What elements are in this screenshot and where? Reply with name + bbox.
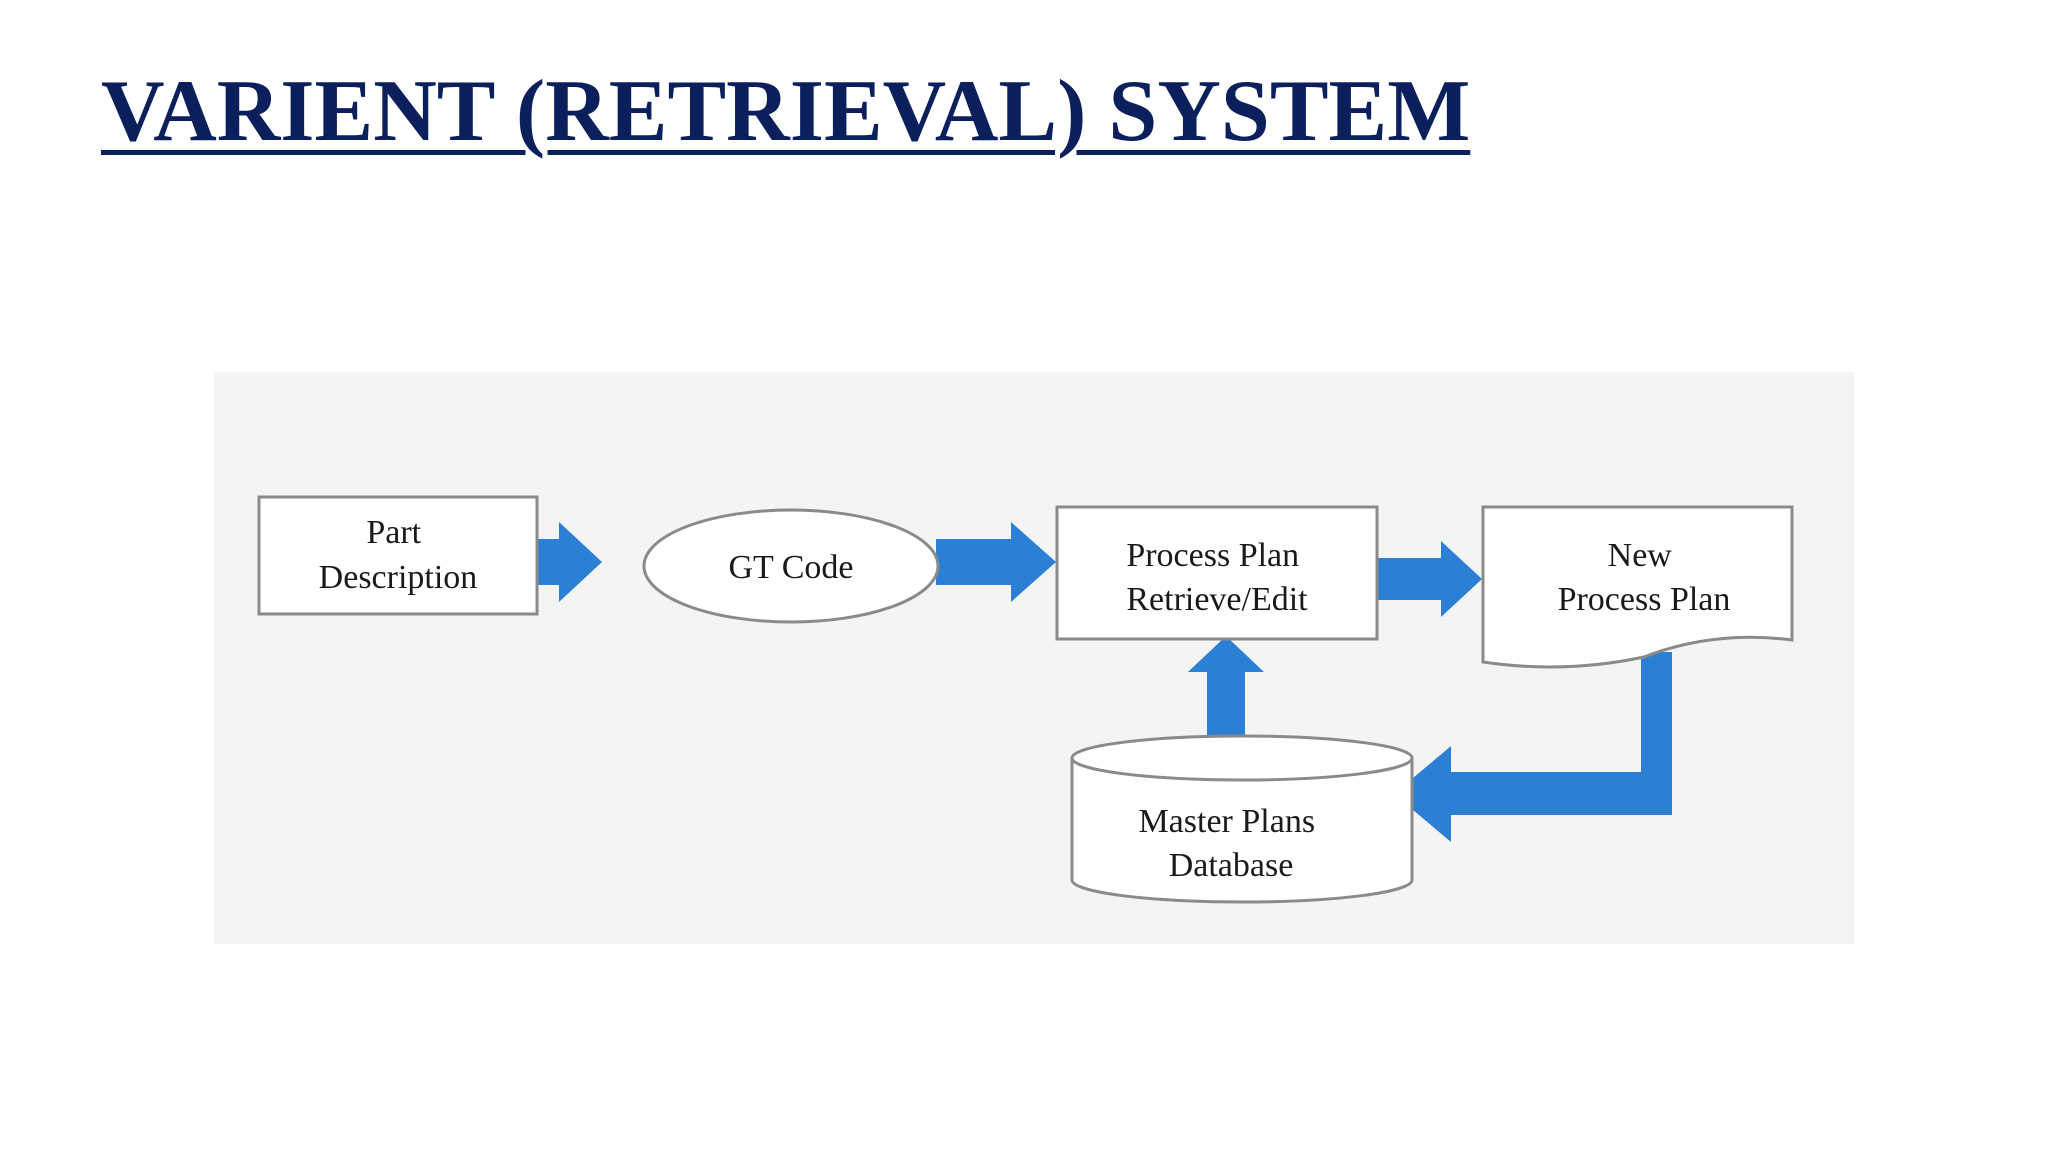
arrow-process-plan-to-new-plan — [1377, 541, 1482, 617]
arrow-database-to-process-plan — [1188, 636, 1264, 764]
gt-code-label: GT Code — [729, 549, 854, 586]
new-process-plan-line-2: Process Plan — [1558, 581, 1731, 618]
process-plan-line-2: Retrieve/Edit — [1126, 581, 1308, 618]
new-process-plan-label: New Process Plan — [1558, 537, 1731, 618]
process-plan-box — [1055, 505, 1379, 641]
master-plans-line-2: Database — [1169, 847, 1294, 884]
part-description-line-1: Part — [366, 514, 421, 551]
gt-code-ellipse — [642, 508, 940, 624]
gt-code-line-1: GT Code — [729, 549, 854, 586]
process-plan-line-1: Process Plan — [1126, 537, 1299, 574]
new-process-plan-line-1: New — [1608, 537, 1673, 574]
database-top-rim — [1070, 757, 1414, 782]
arrow-gt-to-process-plan — [936, 522, 1056, 602]
master-plans-label: Master Plans Database — [1138, 803, 1323, 884]
part-description-label: Part Description — [319, 514, 478, 596]
process-plan-label: Process Plan Retrieve/Edit — [1126, 537, 1308, 618]
flow-diagram: Part Description GT Code Process Plan Re… — [214, 372, 1854, 944]
part-description-box — [257, 495, 539, 616]
part-description-line-2: Description — [319, 559, 478, 596]
flow-diagram-canvas: Part Description GT Code Process Plan Re… — [257, 495, 1794, 904]
page-title: VARIENT (RETRIEVAL) SYSTEM — [101, 63, 1471, 160]
new-process-plan-document — [1481, 505, 1794, 669]
arrow-new-plan-to-database — [1394, 652, 1672, 842]
master-plans-line-1: Master Plans — [1138, 803, 1315, 840]
